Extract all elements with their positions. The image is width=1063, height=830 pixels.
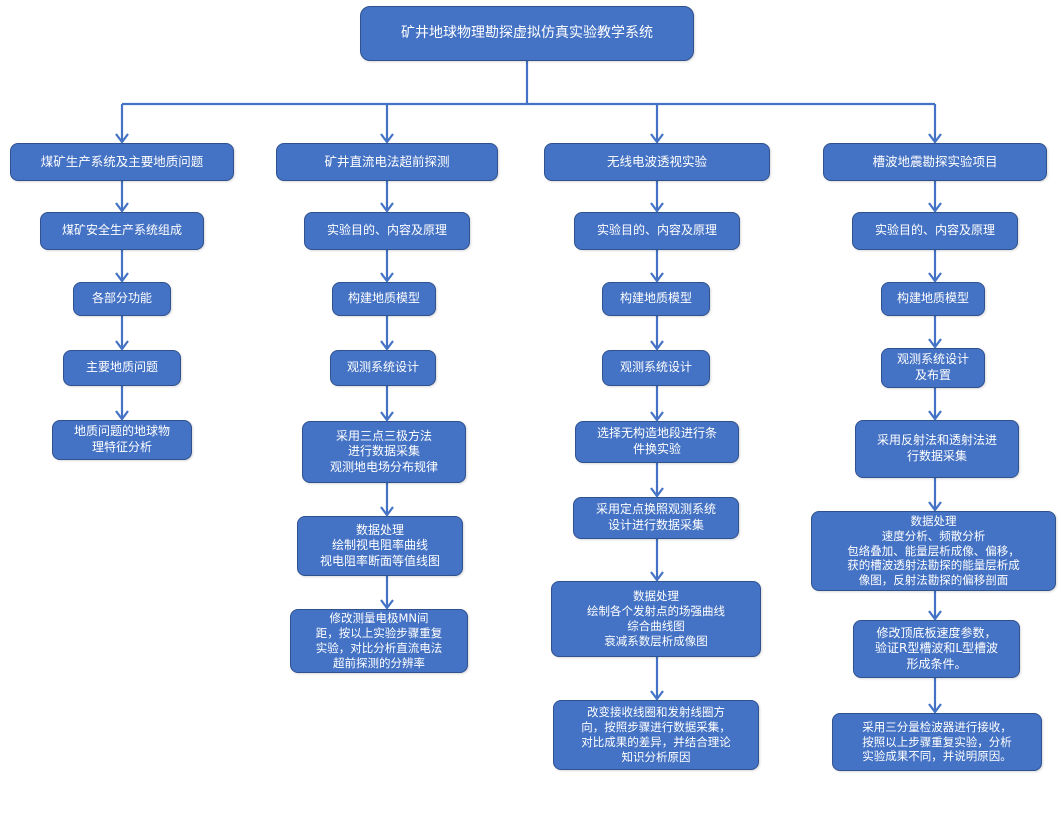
column-1-step-2: 各部分功能 bbox=[73, 282, 171, 316]
column-4-step-1: 实验目的、内容及原理 bbox=[852, 212, 1018, 250]
header-3-arrow-arrowhead bbox=[650, 133, 664, 144]
column-4-header-box: 槽波地震勘探实验项目 bbox=[823, 143, 1047, 181]
column-3-arrow-5-arrowhead bbox=[650, 487, 664, 498]
column-3-arrow-7-arrowhead bbox=[650, 690, 664, 701]
column-3-step-3: 观测系统设计 bbox=[602, 350, 710, 386]
column-1-step-4: 地质问题的地球物 理特征分析 bbox=[52, 420, 192, 460]
column-1-header-box: 煤矿生产系统及主要地质问题 bbox=[10, 143, 234, 181]
column-3-step-2: 构建地质模型 bbox=[602, 282, 710, 316]
header-2-arrow-arrowhead bbox=[380, 133, 394, 144]
column-4-step-3: 观测系统设计 及布置 bbox=[881, 348, 985, 388]
column-3-step-1: 实验目的、内容及原理 bbox=[574, 212, 740, 250]
column-4-arrow-2-arrowhead bbox=[928, 272, 942, 283]
column-2-step-4: 采用三点三极方法 进行数据采集 观测地电场分布规律 bbox=[302, 421, 466, 483]
column-3-step-7: 改变接收线圈和发射线圈方 向，按照步骤进行数据采集， 对比成果的差异，并结合理论… bbox=[553, 700, 759, 770]
column-4-step-4: 采用反射法和透射法进 行数据采集 bbox=[855, 420, 1019, 478]
column-4-step-5: 数据处理 速度分析、频散分析 包络叠加、能量层析成像、偏移， 获的槽波透射法勘探… bbox=[811, 511, 1056, 591]
column-1-step-3: 主要地质问题 bbox=[63, 350, 181, 386]
column-4-arrow-7-arrowhead bbox=[928, 703, 942, 714]
column-2-arrow-6-arrowhead bbox=[380, 599, 394, 610]
column-4-arrow-4-arrowhead bbox=[928, 410, 942, 421]
column-2-header-box: 矿井直流电法超前探测 bbox=[276, 143, 498, 181]
column-2-arrow-1-arrowhead bbox=[380, 202, 394, 213]
column-2-arrow-2-arrowhead bbox=[380, 272, 394, 283]
column-1-arrow-3-arrowhead bbox=[115, 340, 129, 351]
column-4-arrow-1-arrowhead bbox=[928, 202, 942, 213]
column-2-arrow-4-arrowhead bbox=[380, 411, 394, 422]
column-2-step-2: 构建地质模型 bbox=[332, 282, 436, 316]
column-2-arrow-5-arrowhead bbox=[380, 506, 394, 517]
column-4-arrow-6-arrowhead bbox=[928, 610, 942, 621]
column-2-step-5: 数据处理 绘制视电阻率曲线 视电阻率断面等值线图 bbox=[297, 516, 463, 576]
column-3-arrow-2-arrowhead bbox=[650, 272, 664, 283]
column-3-step-5: 采用定点换照观测系统 设计进行数据采集 bbox=[573, 497, 739, 539]
column-1-arrow-4-arrowhead bbox=[115, 410, 129, 421]
column-3-step-6: 数据处理 绘制各个发射点的场强曲线 综合曲线图 衰减系数层析成像图 bbox=[551, 581, 761, 657]
column-2-arrow-3-arrowhead bbox=[380, 340, 394, 351]
root-title-box: 矿井地球物理勘探虚拟仿真实验教学系统 bbox=[360, 6, 694, 61]
column-4-step-2: 构建地质模型 bbox=[881, 282, 985, 316]
header-4-arrow-arrowhead bbox=[928, 133, 942, 144]
column-3-arrow-3-arrowhead bbox=[650, 340, 664, 351]
column-3-arrow-6-arrowhead bbox=[650, 571, 664, 582]
column-4-step-7: 采用三分量检波器进行接收， 按照以上步骤重复实验，分析 实验成果不同，并说明原因… bbox=[832, 713, 1042, 771]
column-2-step-3: 观测系统设计 bbox=[330, 350, 436, 386]
column-1-arrow-1-arrowhead bbox=[115, 202, 129, 213]
column-3-arrow-4-arrowhead bbox=[650, 411, 664, 422]
column-2-step-1: 实验目的、内容及原理 bbox=[304, 212, 470, 250]
column-3-arrow-1-arrowhead bbox=[650, 202, 664, 213]
column-1-step-1: 煤矿安全生产系统组成 bbox=[40, 212, 204, 250]
column-4-step-6: 修改顶底板速度参数， 验证R型槽波和L型槽波 形成条件。 bbox=[853, 620, 1020, 678]
header-1-arrow-arrowhead bbox=[115, 133, 129, 144]
column-1-arrow-2-arrowhead bbox=[115, 272, 129, 283]
column-2-step-6: 修改测量电极MN间 距，按以上实验步骤重复 实验，对比分析直流电法 超前探测的分… bbox=[290, 609, 468, 673]
column-3-step-4: 选择无构造地段进行条 件换实验 bbox=[575, 421, 739, 463]
column-4-arrow-5-arrowhead bbox=[928, 501, 942, 512]
column-3-header-box: 无线电波透视实验 bbox=[544, 143, 770, 181]
column-4-arrow-3-arrowhead bbox=[928, 338, 942, 349]
